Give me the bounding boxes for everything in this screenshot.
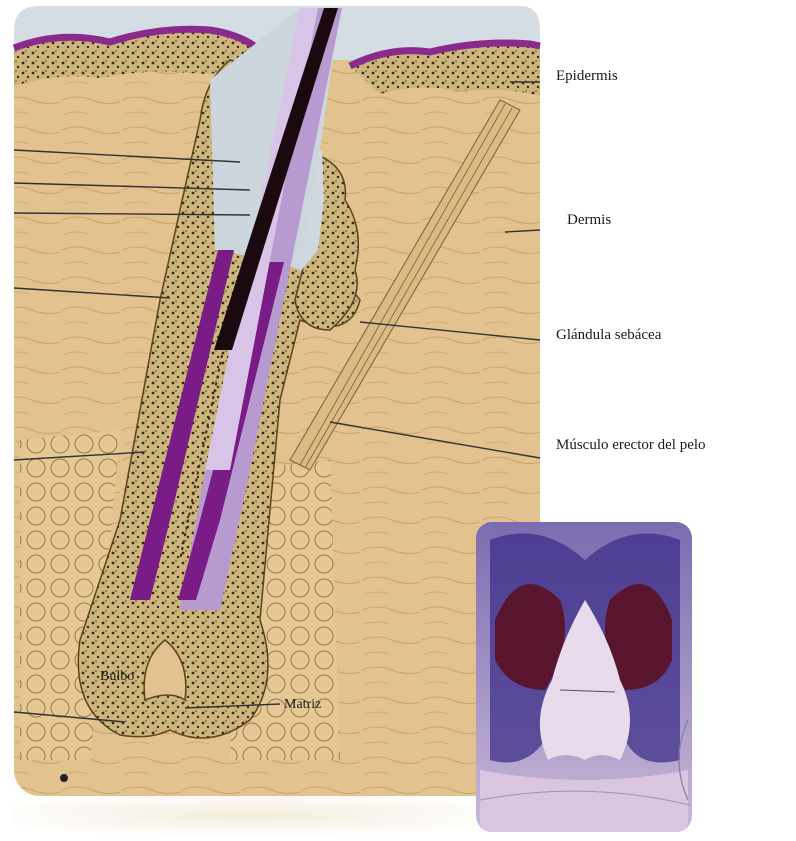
epidermis-label: Epidermis xyxy=(556,68,618,85)
specimen-mark xyxy=(60,774,68,782)
arrector-pili-label: Músculo erector del pelo xyxy=(556,437,706,454)
bulbo-label: Bulbo xyxy=(100,669,134,684)
matriz-label: Matriz xyxy=(284,697,321,712)
histology-micrograph xyxy=(476,522,692,832)
sebaceous-gland-label: Glándula sebácea xyxy=(556,327,661,344)
dermis-label: Dermis xyxy=(567,212,611,229)
